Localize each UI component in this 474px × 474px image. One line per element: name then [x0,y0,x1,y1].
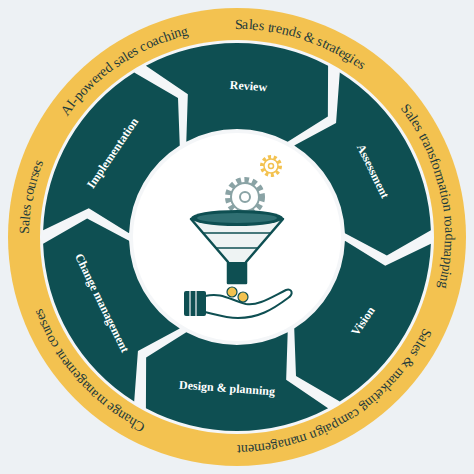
segment-shape [43,219,180,402]
segment-shape [43,72,180,233]
funnel-illustration [184,157,292,318]
segment-shape [294,72,431,255]
outer-ring [8,8,466,466]
segment-label: Design & planning [178,377,277,398]
segment-label: Assessment [354,141,393,201]
segment-label: Change management [72,251,133,356]
segment-shape [146,43,328,142]
segment-shape [146,332,328,431]
inner-ground [40,40,434,434]
segment-label: Implementation [83,114,141,191]
segment-label: Review [228,78,268,95]
segment-shape [294,241,431,402]
center-disc [133,133,341,341]
segment-label: Vision [348,303,379,339]
